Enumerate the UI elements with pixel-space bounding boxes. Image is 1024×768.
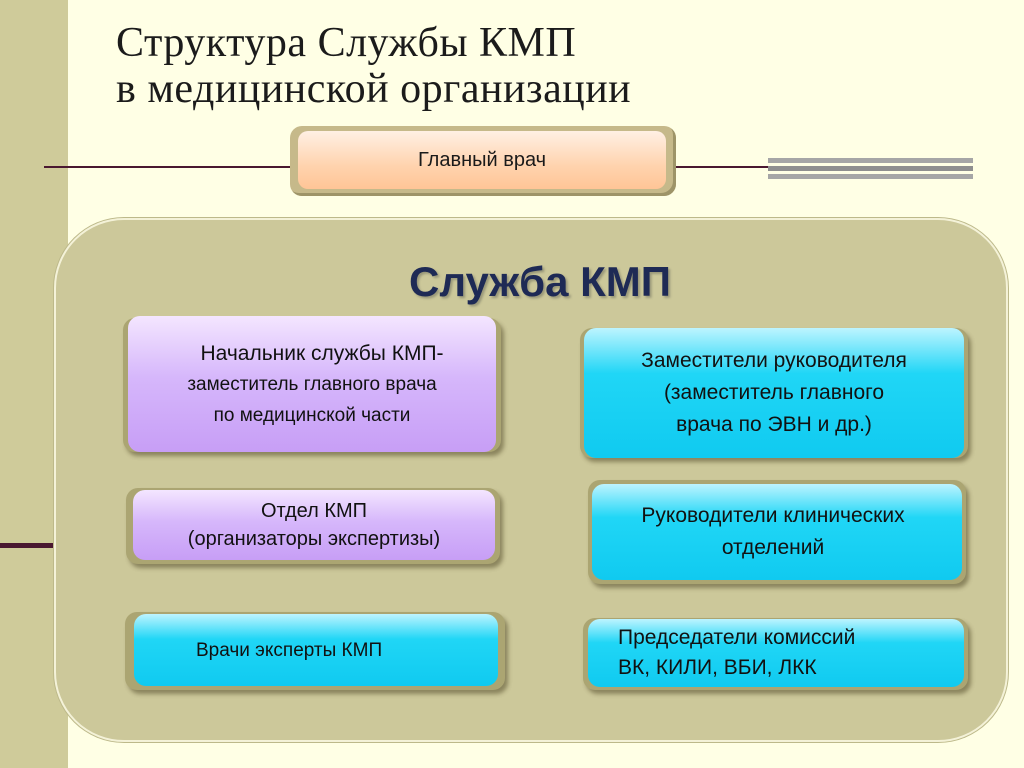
- expert-doctors-box: Врачи эксперты КМП: [134, 614, 498, 686]
- kmp-department-box: Отдел КМП (организаторы экспертизы): [133, 490, 495, 560]
- box-line: заместитель главного врача: [187, 373, 437, 395]
- chief-label: Главный врач: [417, 148, 547, 171]
- box-line: Председатели комиссий: [618, 626, 856, 649]
- box-line: по медицинской части: [213, 404, 411, 426]
- service-title: Служба КМП: [409, 258, 671, 305]
- box-line: врача по ЭВН и др.): [676, 413, 872, 436]
- clinical-heads-box: Руководители клинических отделений: [592, 484, 962, 580]
- left-accent-line: [0, 543, 58, 548]
- box-line: Врачи эксперты КМП: [196, 640, 383, 661]
- connector-line-left: [44, 166, 292, 168]
- box-line: отделений: [721, 536, 825, 559]
- box-line: Руководители клинических: [641, 504, 905, 527]
- title-line-1: Структура Службы КМП: [116, 20, 577, 66]
- box-line: Отдел КМП: [260, 500, 368, 522]
- gray-decor-bars: [768, 158, 973, 180]
- box-line: ВК, КИЛИ, ВБИ, ЛКК: [618, 656, 817, 679]
- title-line-2: в медицинской организации: [116, 66, 632, 112]
- slide-title: Структура Службы КМП в медицинской орган…: [116, 20, 876, 112]
- head-of-service-box: Начальник службы КМП- заместитель главно…: [128, 316, 496, 452]
- deputies-box: Заместители руководителя (заместитель гл…: [584, 328, 964, 458]
- connector-line-right: [674, 166, 774, 168]
- chief-physician-box: Главный врач: [298, 131, 666, 189]
- box-line: (организаторы экспертизы): [187, 528, 441, 550]
- box-line: (заместитель главного: [663, 381, 885, 404]
- commission-chairs-box: Председатели комиссий ВК, КИЛИ, ВБИ, ЛКК: [588, 619, 964, 687]
- box-line: Заместители руководителя: [641, 349, 907, 372]
- box-line: Начальник службы КМП-: [200, 341, 444, 365]
